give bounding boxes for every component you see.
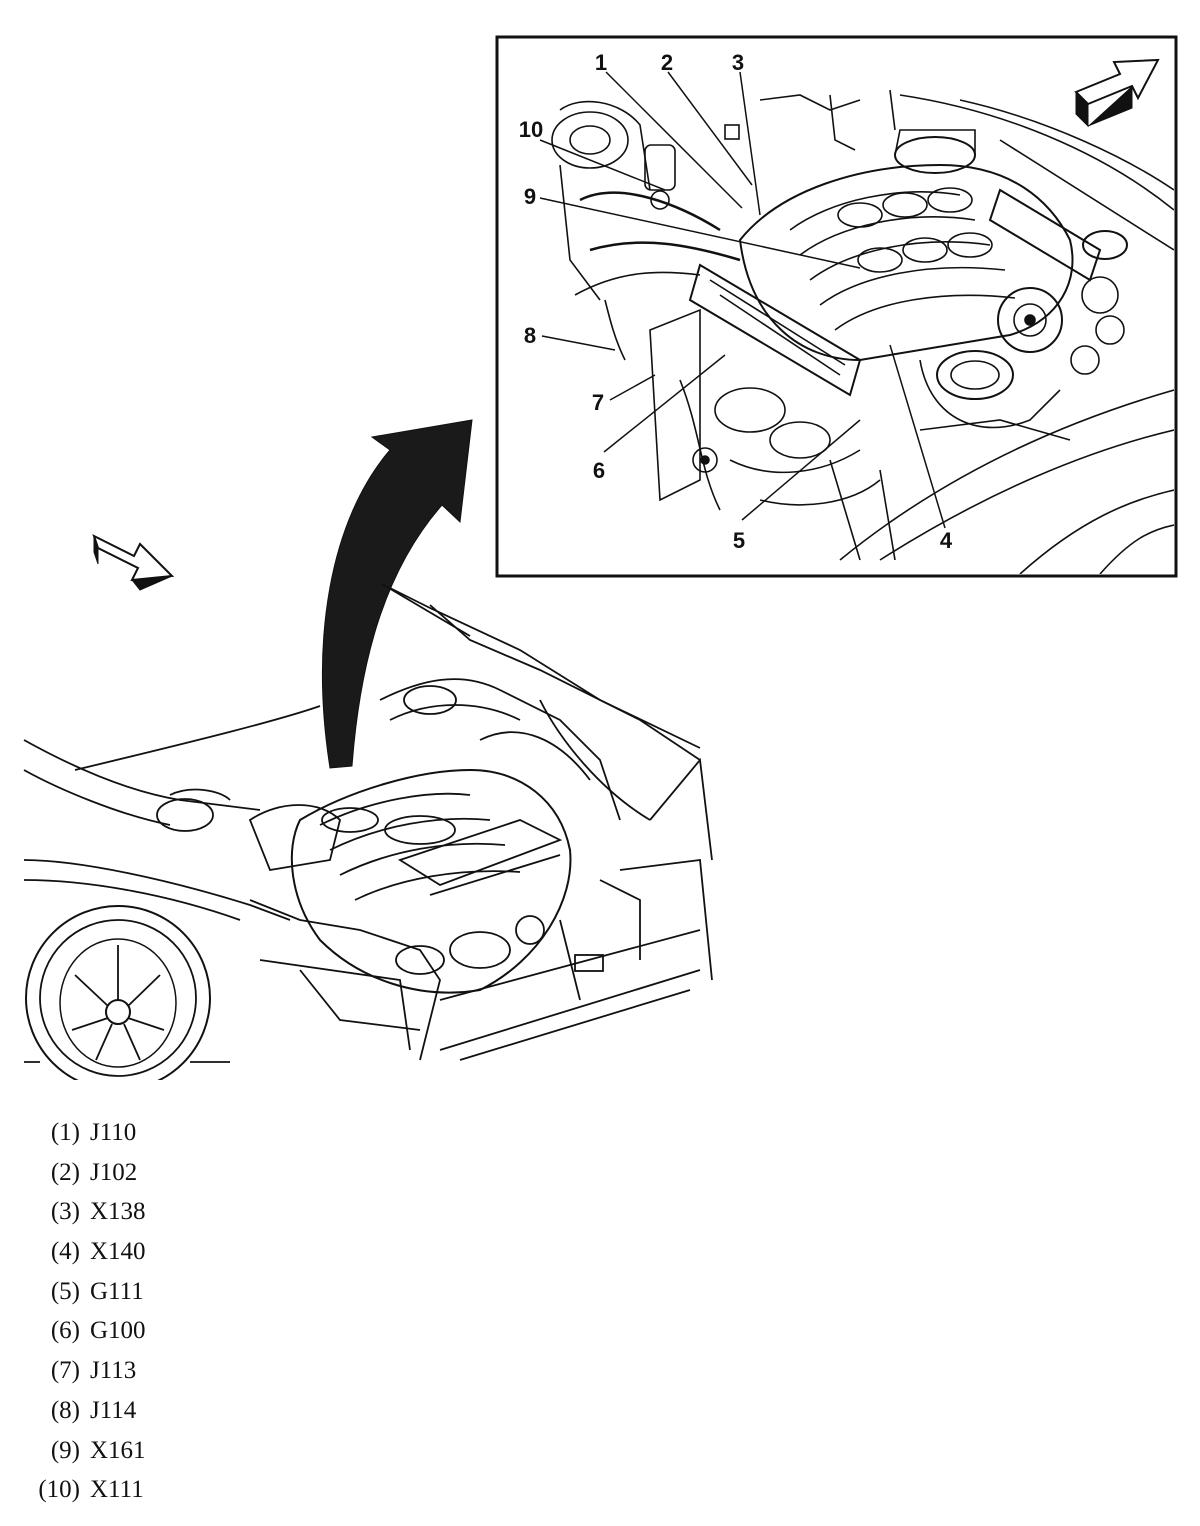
- legend-code: X161: [90, 1436, 146, 1464]
- legend-item: (1) J110: [24, 1118, 424, 1158]
- legend-number: (5): [50, 1277, 80, 1305]
- legend-number: (10): [38, 1476, 80, 1504]
- legend-item: (7) J113: [24, 1356, 424, 1396]
- legend-item: (4) X140: [24, 1237, 424, 1277]
- vehicle-front-view: [23, 583, 713, 1080]
- callout-9: 9: [524, 184, 536, 209]
- legend-code: J113: [90, 1357, 137, 1385]
- legend-item: (2) J102: [24, 1158, 424, 1198]
- callout-6: 6: [593, 458, 605, 483]
- legend-code: G111: [90, 1277, 144, 1305]
- legend-item: (9) X161: [24, 1436, 424, 1476]
- legend-code: J114: [90, 1396, 137, 1424]
- callout-7: 7: [592, 390, 604, 415]
- view-direction-arrow-icon: [92, 534, 175, 591]
- legend-code: X138: [90, 1198, 146, 1226]
- legend-number: (2): [50, 1158, 80, 1186]
- detail-inset: 1 2 3 4 5 6 7 8 9 10: [495, 35, 1178, 578]
- callout-10: 10: [519, 117, 543, 142]
- legend-code: X140: [90, 1238, 146, 1266]
- legend-number: (9): [50, 1436, 80, 1464]
- component-legend: (1)J110 (2)J102 (3)X138 (4)X140 (5)G111 …: [24, 1118, 424, 1515]
- legend-number: (6): [50, 1317, 80, 1345]
- callout-3: 3: [732, 50, 744, 75]
- legend-number: (4): [50, 1238, 80, 1266]
- legend-item: (3) X138: [24, 1197, 424, 1237]
- intake-manifold: [738, 163, 1074, 362]
- callout-8: 8: [524, 323, 536, 348]
- legend-code: J102: [90, 1158, 138, 1186]
- front-wheel: [25, 905, 211, 1080]
- strut-tower: [551, 111, 629, 169]
- callout-2: 2: [661, 50, 673, 75]
- crank-pulley: [997, 287, 1063, 353]
- legend-number: (7): [50, 1357, 80, 1385]
- callout-1: 1: [595, 50, 607, 75]
- callout-4: 4: [940, 528, 953, 553]
- legend-number: (8): [50, 1396, 80, 1424]
- legend-item: (8) J114: [24, 1396, 424, 1436]
- callout-5: 5: [733, 528, 745, 553]
- legend-item: (10) X111: [24, 1475, 424, 1515]
- engine-compartment-diagram: 1 2 3 4 5 6 7 8 9 10: [23, 35, 1178, 1080]
- legend-item: (5) G111: [24, 1277, 424, 1317]
- callout-leaders: [539, 71, 946, 529]
- legend-number: (1): [50, 1119, 80, 1146]
- legend-code: G100: [90, 1317, 146, 1345]
- legend-code: X111: [90, 1476, 144, 1504]
- inset-direction-arrow-icon: [1074, 58, 1160, 128]
- legend-number: (3): [50, 1198, 80, 1226]
- legend-item: (6) G100: [24, 1316, 424, 1356]
- zoom-pointer-arrow-icon: [322, 419, 473, 769]
- legend-code: J110: [90, 1119, 137, 1146]
- inset-frame: [495, 35, 1178, 578]
